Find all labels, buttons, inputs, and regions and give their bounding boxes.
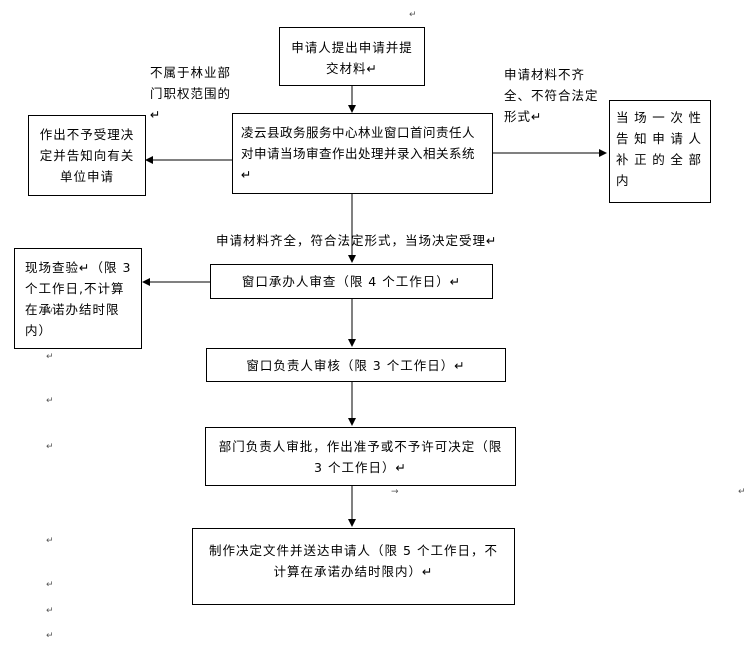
box-reject-decision: 作出不予受理决定并告知向有关单位申请 (28, 115, 146, 196)
box-window-verify: 窗口负责人审核（限 3 个工作日）↵ (206, 348, 506, 382)
label-accepted: 申请材料齐全，符合法定形式，当场决定受理↵ (216, 233, 498, 248)
return-mark: ↵ (46, 606, 54, 616)
return-mark: ↵ (409, 10, 417, 20)
return-mark: ↵ (46, 536, 54, 546)
return-mark: ↵ (46, 580, 54, 590)
return-mark: ↵ (46, 631, 54, 641)
box-deliver-decision: 制作决定文件并送达申请人（限 5 个工作日，不计算在承诺办结时限内）↵ (192, 528, 515, 605)
return-mark: ↵ (46, 352, 54, 362)
box-department-approval: 部门负责人审批，作出准予或不予许可决定（限 3 个工作日）↵ (205, 427, 516, 486)
box-one-time-notice: 当场一次性告知申请人补正的全部内 (609, 100, 711, 203)
label-not-forestry: 不属于林业部门职权范围的↵ (150, 65, 232, 122)
return-mark: ↵ (46, 396, 54, 406)
box-window-review: 窗口承办人审查（限 4 个工作日）↵ (210, 264, 493, 299)
return-mark: ↵ (738, 487, 746, 497)
label-incomplete-materials: 申请材料不齐全、不符合法定形式↵ (504, 67, 599, 124)
tab-mark: → (391, 487, 399, 497)
return-mark: ↵ (46, 442, 54, 452)
box-onsite-inspection: 现场查验↵（限 3 个工作日,不计算在承诺办结时限内） (14, 248, 142, 349)
return-mark: ↵ (46, 307, 54, 317)
box-submit-application: 申请人提出申请并提交材料↵ (279, 27, 425, 86)
box-center-review: 凌云县政务服务中心林业窗口首问责任人对申请当场审查作出处理并录入相关系统↵ (232, 113, 493, 194)
